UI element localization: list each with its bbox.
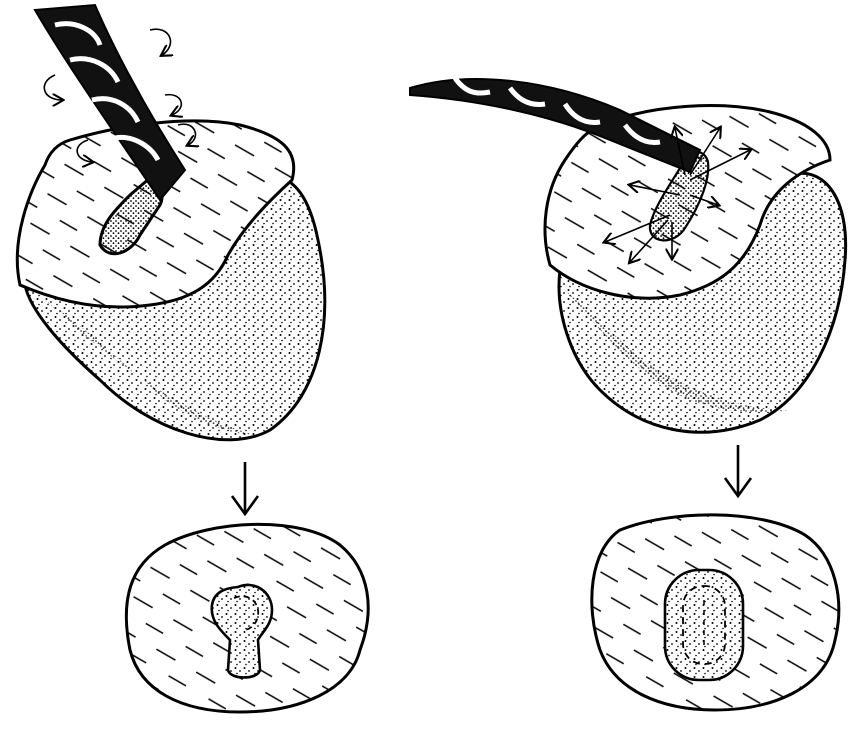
down-arrow-icon: [725, 445, 751, 496]
left-result-bruise: [126, 524, 368, 712]
down-arrow-icon: [232, 462, 258, 514]
right-result-bruise: [592, 515, 839, 710]
right-panel: [410, 78, 846, 710]
left-panel: [17, 5, 368, 712]
